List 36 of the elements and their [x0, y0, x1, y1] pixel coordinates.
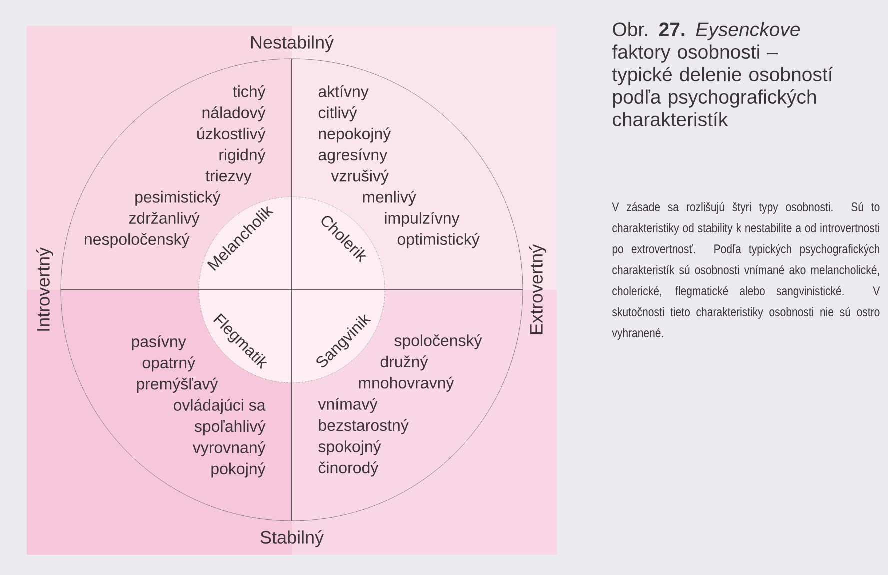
trait-word: zdržanlivý	[129, 212, 200, 228]
axis-label: Introvertný	[36, 248, 54, 331]
trait-word: impulzívny	[385, 212, 460, 228]
trait-word: premýšľavý	[137, 378, 218, 393]
trait-word: rigidný	[220, 148, 266, 164]
trait-word: družný	[380, 356, 428, 371]
trait-word: spoľahlivý	[194, 420, 266, 436]
figure-caption: Obr. 27. Eysenckove faktory osobnosti – typické delenie osobností podľa psychografických charakteristík	[612, 22, 834, 127]
trait-word: bezstarostný	[319, 419, 409, 434]
trait-word: citlivý	[318, 106, 358, 122]
trait-word: triezvy	[206, 170, 252, 185]
trait-word: vnímavý	[318, 398, 378, 414]
trait-word: pasívny	[132, 335, 186, 351]
axis-label: Nestabilný	[251, 36, 334, 52]
trait-word: nespoločenský	[85, 233, 190, 248]
trait-word: činorodý	[318, 462, 379, 477]
axis-label: Stabilný	[260, 530, 324, 548]
trait-word: pesimistický	[136, 190, 221, 206]
description-paragraph: V zásade sa rozlišujú štyri typy osobnosti. Sú to charakteristiky od stability k nestabilite a od introvertnosti po extrovertnosť. Podľa typických psychografických charakteristík sú osobnosti vnímané ako melancholické, cholerické, flegmatické alebo sangvinistické. V skutočnosti tieto charakteristiky osobnosti nie sú ostro vyhranené.	[612, 202, 880, 340]
trait-word: tichý	[233, 85, 266, 101]
trait-word: úzkostlivý	[198, 128, 266, 143]
trait-word: agresívny	[318, 148, 388, 164]
axis-label: Extrovertný	[530, 244, 546, 334]
trait-word: spokojný	[318, 440, 382, 456]
trait-word: vyrovnaný	[192, 441, 266, 457]
trait-word: mnohovravný	[359, 376, 454, 392]
trait-word: opatrný	[142, 356, 196, 372]
trait-word: spoločenský	[394, 334, 482, 350]
trait-word: náladový	[202, 106, 266, 122]
trait-word: menlivý	[363, 190, 416, 206]
trait-word: optimistický	[398, 233, 480, 248]
trait-word: pokojný	[212, 462, 266, 478]
trait-word: nepokojný	[319, 128, 392, 143]
trait-word: ovládajúci sa	[174, 399, 266, 414]
trait-word: aktívny	[318, 85, 369, 101]
trait-word: vzrušivý	[331, 170, 389, 185]
